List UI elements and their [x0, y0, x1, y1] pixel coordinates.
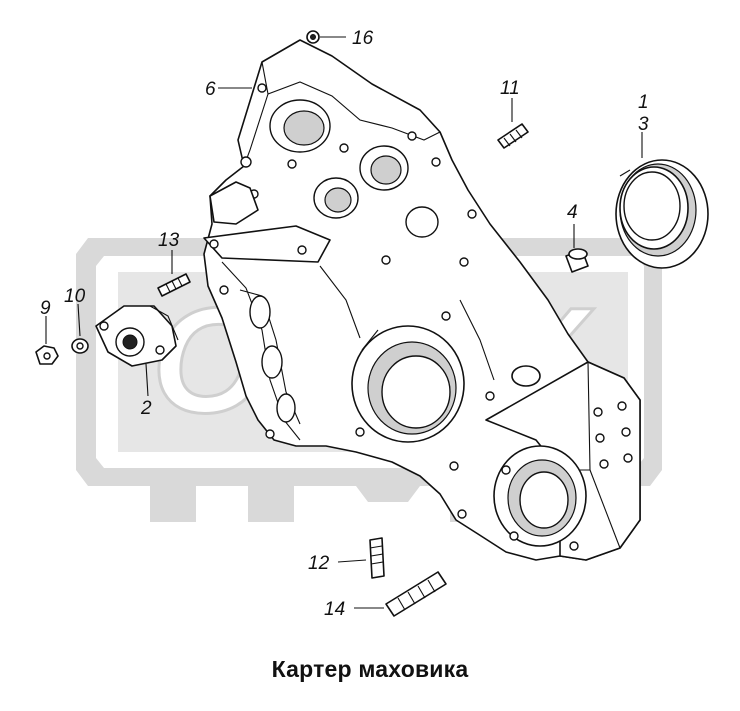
callout-2: 2: [140, 398, 152, 419]
nut-part: [35, 345, 59, 365]
support-bracket-part: [95, 305, 179, 367]
callout-11: 11: [500, 78, 520, 99]
callout-12: 12: [308, 553, 330, 574]
callout-16: 16: [352, 28, 374, 49]
nut-16-part: [306, 30, 320, 44]
washer-part: [71, 338, 89, 354]
callout-3: 3: [638, 114, 649, 135]
leader-lines: [45, 36, 643, 609]
callout-6: 6: [205, 79, 216, 100]
flywheel-housing: [203, 39, 641, 561]
oil-seal-part: [615, 159, 709, 269]
callout-1: 1: [638, 92, 649, 113]
diagram-caption: Картер маховика: [271, 656, 469, 682]
callout-9: 9: [40, 298, 51, 319]
stud-11-part: [497, 123, 529, 149]
callout-13: 13: [158, 230, 180, 251]
stud-14-part: [385, 571, 447, 617]
plug-part: [565, 248, 589, 273]
stud-12-part: [369, 537, 385, 579]
callout-labels: 6 16 11 1 3 4 13 10 9 2 12 14: [40, 28, 649, 620]
callout-14: 14: [324, 599, 345, 620]
callout-4: 4: [567, 202, 578, 223]
callout-10: 10: [64, 286, 86, 307]
stud-13-part: [157, 273, 191, 297]
